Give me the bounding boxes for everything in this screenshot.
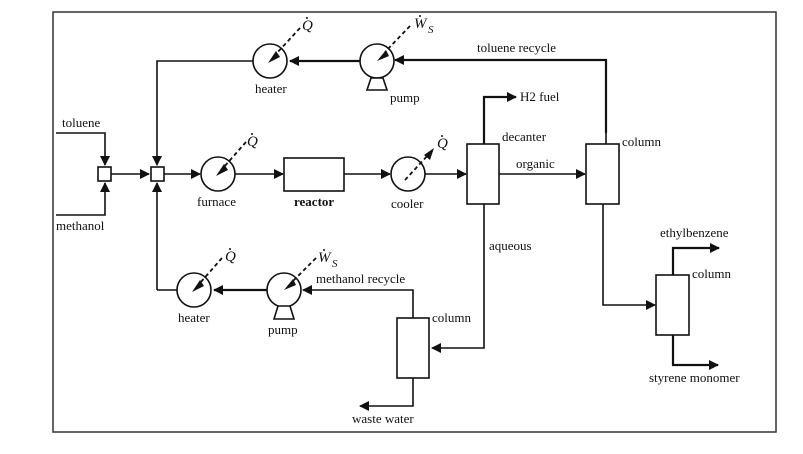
work-subscript-bottom: S xyxy=(332,258,338,270)
methanol-label: methanol xyxy=(56,218,105,233)
pump-bottom-work-arrow-icon xyxy=(284,279,296,290)
column-product-label: column xyxy=(692,266,731,281)
furnace-label: furnace xyxy=(197,194,236,209)
column-toluene-label: column xyxy=(622,134,661,149)
heater-bottom-label: heater xyxy=(178,310,210,325)
pump-bottom-base xyxy=(272,305,296,320)
column-toluene-bottoms-line xyxy=(602,204,656,310)
dot-q-furnace xyxy=(251,133,253,135)
decanter-box xyxy=(466,143,500,205)
heater-top-to-mixer2-line xyxy=(152,60,253,166)
organic-label: organic xyxy=(516,156,555,171)
h2-fuel-label: H2 fuel xyxy=(520,89,560,104)
heater-bottom-heat-line xyxy=(199,257,223,284)
heater-bottom: heater Q xyxy=(176,249,236,325)
h2-fuel-line xyxy=(482,92,517,144)
furnace-heat-arrow-icon xyxy=(216,164,228,176)
column-product-box xyxy=(655,274,690,336)
heat-symbol-cooler: Q xyxy=(437,136,448,152)
column-methanol-label: column xyxy=(432,310,471,325)
feed-toluene: toluene xyxy=(56,115,110,166)
derivative-dots xyxy=(229,15,443,251)
styrene-monomer-label: styrene monomer xyxy=(649,370,740,385)
styrene-monomer-line xyxy=(671,335,719,370)
methanol-feed-line xyxy=(56,182,110,216)
cooler-label: cooler xyxy=(391,196,424,211)
pump-bottom-work-line xyxy=(291,257,317,283)
pump-bottom: pump W S xyxy=(266,250,338,337)
aqueous-line xyxy=(431,204,485,353)
cooler-heat-line xyxy=(404,153,430,181)
column-methanol-box xyxy=(396,317,430,379)
pump-top-work-arrow-icon xyxy=(377,50,389,61)
cooler: cooler Q xyxy=(390,136,448,211)
reactor-box xyxy=(283,157,345,192)
work-subscript-top: S xyxy=(428,24,434,36)
heater-bottom-heat-arrow-icon xyxy=(192,280,204,292)
furnace-heat-line xyxy=(223,141,247,168)
pump-top-base xyxy=(365,77,389,91)
dot-w-bottom xyxy=(323,249,325,251)
methanol-recycle-line xyxy=(302,285,414,318)
heater-top-heat-arrow-icon xyxy=(268,51,280,63)
heater-top: heater Q xyxy=(252,18,313,96)
pump-top-label: pump xyxy=(390,90,420,105)
decanter-label: decanter xyxy=(502,129,547,144)
dot-q-cooler xyxy=(441,135,443,137)
work-symbol-top: W xyxy=(414,16,428,32)
heat-symbol-top: Q xyxy=(302,18,313,34)
dot-w-top xyxy=(419,15,421,17)
heat-symbol-bottom: Q xyxy=(225,249,236,265)
toluene-feed-line xyxy=(56,132,110,166)
cooler-heat-arrow-icon xyxy=(424,148,434,160)
heater-top-label: heater xyxy=(255,81,287,96)
work-symbol-bottom: W xyxy=(318,250,332,266)
toluene-recycle-label: toluene recycle xyxy=(477,40,556,55)
column-toluene-box xyxy=(585,143,620,205)
heat-symbol-furnace: Q xyxy=(247,134,258,150)
reactor-label: reactor xyxy=(294,194,334,209)
aqueous-label: aqueous xyxy=(489,238,532,253)
dot-q-bottom xyxy=(229,248,231,250)
toluene-label: toluene xyxy=(62,115,100,130)
methanol-recycle-label: methanol recycle xyxy=(316,271,405,286)
waste-water-label: waste water xyxy=(352,411,414,426)
feed-methanol: methanol xyxy=(56,182,110,233)
mixer-1 xyxy=(97,166,112,182)
cooler-circle xyxy=(390,156,426,192)
heater-top-heat-line xyxy=(275,27,301,55)
ethylbenzene-line xyxy=(671,243,720,275)
toluene-recycle-line xyxy=(394,55,608,133)
ethylbenzene-label: ethylbenzene xyxy=(660,225,729,240)
waste-water-line xyxy=(359,378,414,411)
pump-top-work-line xyxy=(384,25,411,53)
furnace: furnace Q xyxy=(197,134,258,209)
pump-bottom-label: pump xyxy=(268,322,298,337)
dot-q-top xyxy=(306,17,308,19)
mixer-2 xyxy=(150,166,165,182)
